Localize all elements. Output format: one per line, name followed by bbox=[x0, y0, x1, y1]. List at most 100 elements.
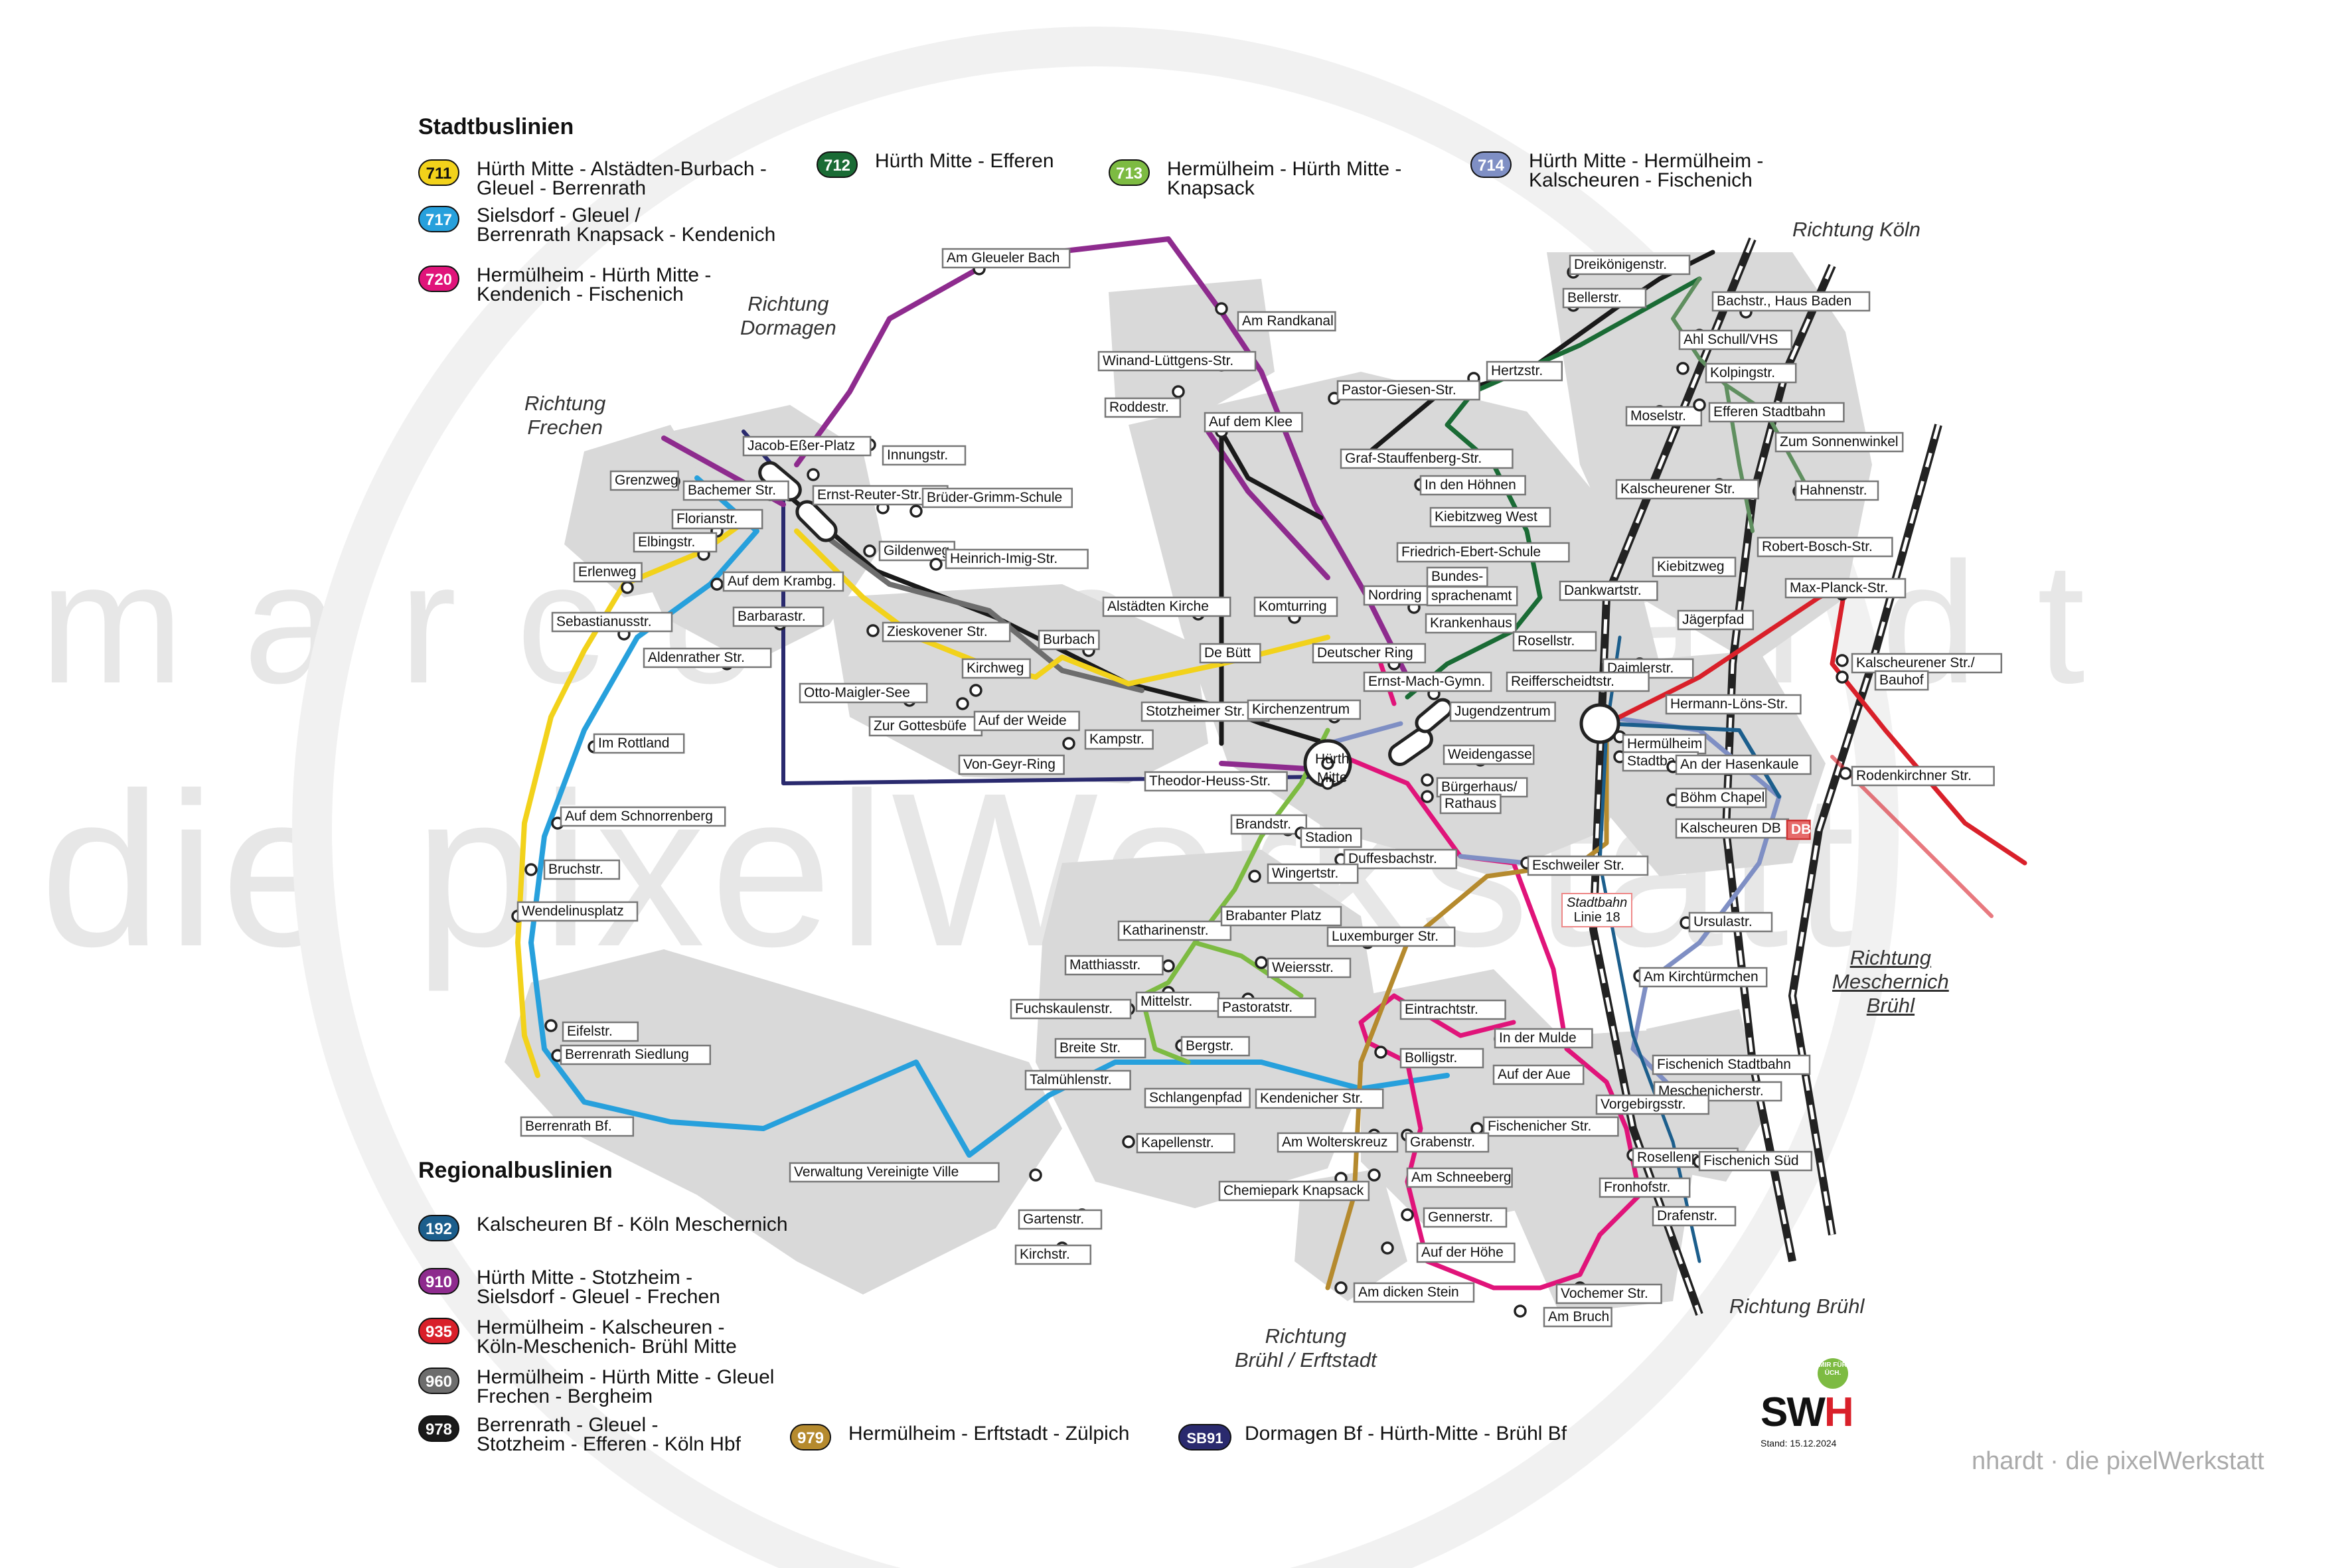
stop-name: Mittelstr. bbox=[1140, 994, 1192, 1009]
stop-label-box bbox=[1675, 754, 1812, 775]
stop-name: Luxemburger Str. bbox=[1332, 929, 1439, 944]
stop-marker bbox=[1172, 385, 1185, 398]
stop-name: Bundes- bbox=[1431, 569, 1483, 584]
stop-label-box bbox=[1220, 905, 1342, 927]
stop-label-box bbox=[1419, 475, 1526, 496]
stop-name: Kiebitzweg West bbox=[1435, 509, 1537, 524]
stop-db: DB bbox=[1786, 819, 1811, 840]
stop-label-box bbox=[573, 562, 643, 583]
stop-name: Gildenweg bbox=[884, 543, 949, 558]
stop-name: Grenzweg bbox=[615, 473, 678, 488]
stop-marker bbox=[1839, 767, 1852, 780]
direction-bruehl-l1: Richtung Brühl bbox=[1729, 1294, 1865, 1318]
stadtbahn-l1: Stadtbahn bbox=[1567, 896, 1628, 910]
logo-letters: SW bbox=[1761, 1389, 1826, 1435]
stop-label-box bbox=[633, 532, 718, 553]
stop-vorgebirgsstr: Vorgebirgsstr. bbox=[1595, 1094, 1710, 1115]
stop-rathaus: Rathaus bbox=[1421, 790, 1502, 815]
stop-name: Hermülheim bbox=[1627, 736, 1702, 751]
stop-label-box bbox=[1255, 1088, 1384, 1109]
stop-marker bbox=[1248, 870, 1261, 883]
stop-auf-der-weide: Auf der Weide bbox=[973, 710, 1080, 732]
stop-matthiasstr: Matthiasstr. bbox=[1064, 955, 1175, 976]
stop-name: Sebastianusstr. bbox=[556, 614, 652, 629]
stop-label-box bbox=[1426, 566, 1488, 588]
stop-label-box bbox=[1237, 311, 1336, 332]
stop-label-box bbox=[1794, 480, 1879, 501]
stop-marker bbox=[969, 684, 982, 697]
legend-desc: Kalscheuren Bf - Köln Meschernich bbox=[477, 1215, 788, 1235]
stop-label-box bbox=[1543, 1306, 1612, 1328]
stop-theodor-heuss-str: Theodor-Heuss-Str. bbox=[1144, 771, 1288, 792]
stop-label-box bbox=[1054, 1038, 1146, 1059]
legend-desc: Hermülheim - Hürth Mitte -Kendenich - Fi… bbox=[477, 264, 712, 305]
stop-label-box bbox=[921, 487, 1073, 509]
stop-jägerpfad: Jägerpfad bbox=[1677, 609, 1755, 631]
stop-name: Weiersstr. bbox=[1272, 960, 1334, 975]
stop-name: Gartenstr. bbox=[1023, 1212, 1084, 1227]
stop-label-box bbox=[1423, 1207, 1508, 1228]
stop-name: An der Hasenkaule bbox=[1680, 757, 1799, 772]
stop-label-box bbox=[1506, 671, 1650, 692]
stop-name: Am Gleueler Bach bbox=[947, 250, 1059, 266]
stop-label-box bbox=[882, 621, 1011, 643]
legend-desc-line1: Hermülheim - Hürth Mitte - bbox=[477, 264, 712, 286]
legend-desc-line1: Hürth Mitte - Efferen bbox=[875, 150, 1054, 172]
stop-label-box bbox=[1625, 406, 1703, 427]
route-910 bbox=[661, 236, 1410, 773]
stop-otto-maigler-see: Otto-Maigler-See bbox=[799, 682, 928, 707]
legend-desc-line2: Köln-Meschenich- Brühl Mitte bbox=[477, 1336, 737, 1358]
stop-label-box bbox=[1312, 643, 1427, 664]
stop-name: Winand-Lüttgens-Str. bbox=[1103, 353, 1233, 368]
stop-marker bbox=[1215, 302, 1228, 315]
stop-name: Auf dem Klee bbox=[1209, 414, 1293, 430]
stop-label-box bbox=[1784, 578, 1907, 599]
stop-name: Robert-Bosch-Str. bbox=[1762, 539, 1873, 554]
stop-name: De Bütt bbox=[1204, 645, 1251, 661]
stop-marker bbox=[524, 863, 538, 876]
stop-label-box bbox=[1267, 863, 1359, 884]
stop-name: Auf der Höhe bbox=[1421, 1245, 1504, 1260]
stop-name: Kampstr. bbox=[1089, 732, 1144, 747]
stop-label-box bbox=[973, 710, 1080, 732]
stop-name: Rodenkirchner Str. bbox=[1856, 768, 1972, 783]
stop-an-der-hasenkaule: An der Hasenkaule bbox=[1666, 754, 1812, 775]
stop-grabenstr: Grabenstr. bbox=[1401, 1129, 1490, 1153]
stop-name: Burbach bbox=[1043, 632, 1095, 647]
stop-name: Bruchstr. bbox=[548, 862, 603, 877]
stop-label-box bbox=[941, 248, 1071, 269]
stop-kirchweg: Kirchweg bbox=[961, 658, 1031, 697]
stop-chemiepark-knapsack: Chemiepark Knapsack bbox=[1218, 1172, 1370, 1202]
stop-name: Bolligstr. bbox=[1405, 1050, 1457, 1065]
legend-badge: SB91 bbox=[1178, 1424, 1231, 1450]
direction-meschenich-l2: Meschernich bbox=[1832, 970, 1949, 993]
stop-label-box bbox=[1102, 596, 1231, 617]
stop-label-box bbox=[1595, 1094, 1710, 1115]
stop-name: Kendenicher Str. bbox=[1260, 1091, 1363, 1106]
stop-kolpingstr: Kolpingstr. bbox=[1676, 362, 1797, 384]
stop-name: Weidengasse bbox=[1448, 747, 1532, 762]
stop-label-box bbox=[1492, 1064, 1585, 1085]
stop-marker bbox=[1676, 362, 1689, 375]
route-960 bbox=[807, 522, 1144, 693]
stop-am-gleueler-bach: Am Gleueler Bach bbox=[941, 248, 1071, 275]
stop-name: Fuchskaulenstr. bbox=[1015, 1001, 1113, 1016]
stop-name: Hermann-Löns-Str. bbox=[1670, 696, 1788, 712]
stop-label-box bbox=[1018, 1209, 1103, 1230]
stop-label-box bbox=[682, 480, 789, 501]
stop-name: Graf-Stauffenberg-Str. bbox=[1345, 451, 1482, 466]
stop-name: Berrenrath Bf. bbox=[525, 1119, 612, 1134]
stop-label-box bbox=[1688, 911, 1773, 933]
stop-marker bbox=[1514, 1304, 1527, 1318]
stop-name: Bauhof bbox=[1879, 672, 1924, 688]
legend-badge: 711 bbox=[418, 159, 459, 186]
swh-logo: MIR FÜR ÜCH. SWH Stand: 15.12.2024 bbox=[1761, 1354, 1854, 1454]
stop-gennerstr: Gennerstr. bbox=[1401, 1207, 1508, 1228]
stop-de-bütt: De Bütt bbox=[1199, 643, 1261, 664]
legend-desc: Sielsdorf - Gleuel /Berrenrath Knapsack … bbox=[477, 206, 775, 245]
stop-zieskovener-str: Zieskovener Str. bbox=[866, 621, 1011, 643]
stop-label-box bbox=[1144, 771, 1288, 792]
stop-name: Am Randkanal bbox=[1242, 313, 1334, 329]
legend-badge: 960 bbox=[418, 1368, 459, 1394]
stop-schlangenpfad: Schlangenpfad bbox=[1144, 1087, 1251, 1109]
